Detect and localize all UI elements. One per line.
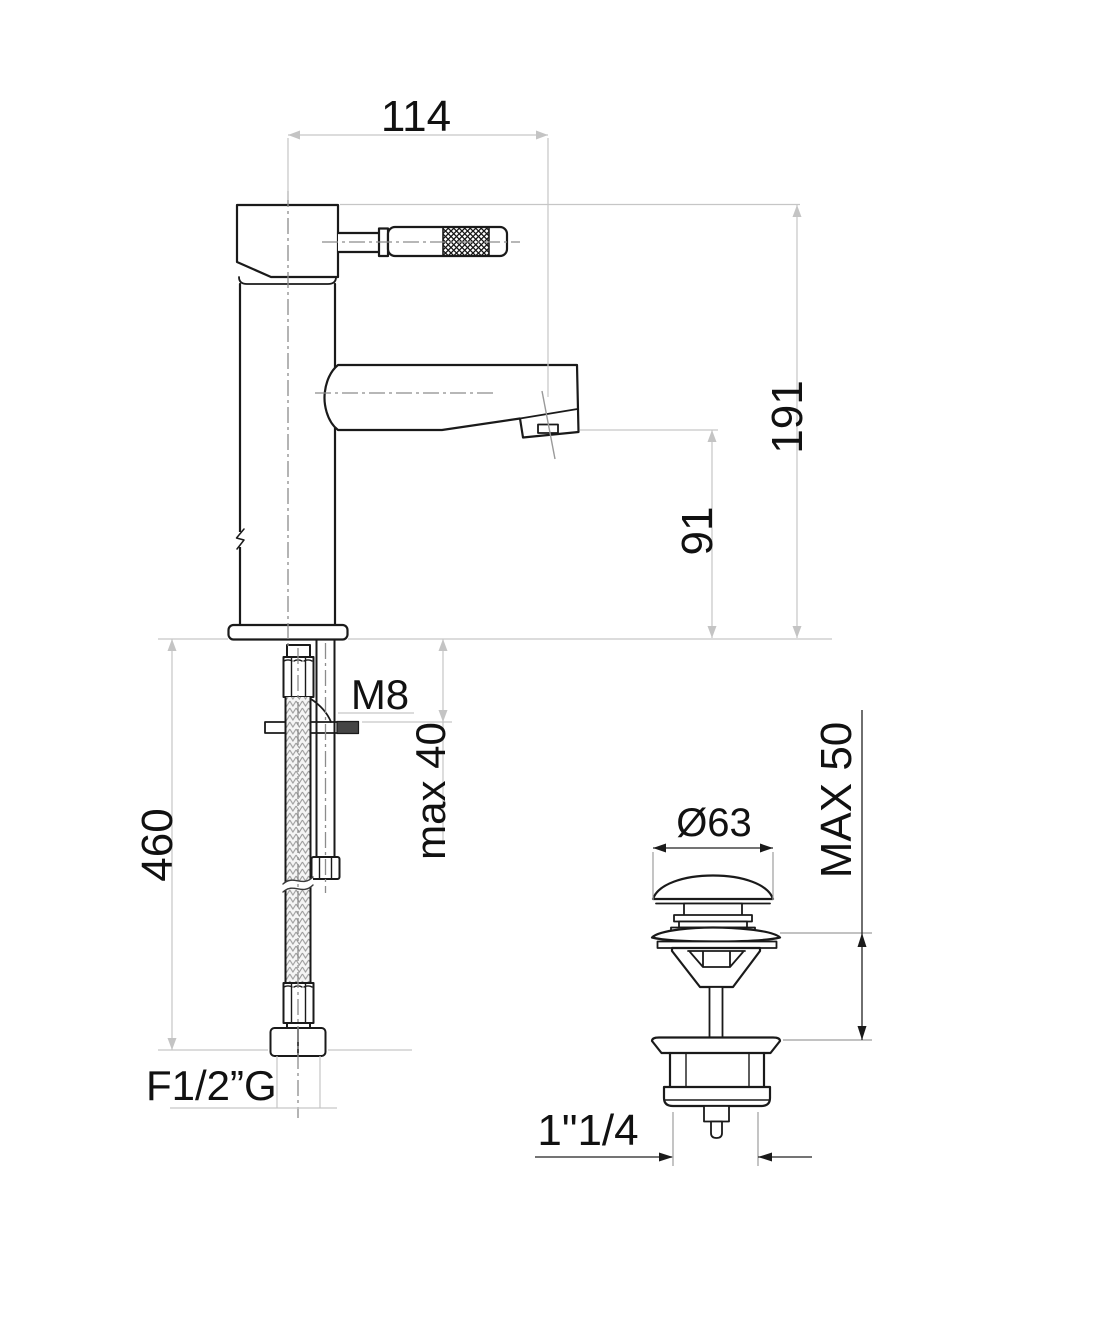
- supply-hose-edges: [284, 696, 312, 984]
- dim-label-spout-reach: 114: [381, 92, 451, 141]
- dim-label-total-height: 191: [763, 380, 812, 453]
- hose-top-hex-facets: [283, 656, 313, 698]
- arrow: [653, 843, 666, 853]
- arrow: [167, 639, 177, 651]
- waste-flange-lens: [650, 926, 782, 943]
- waste-assembly: [650, 874, 782, 1139]
- dim-max50-ext: [780, 932, 872, 1041]
- hose-junction-curve: [310, 698, 332, 723]
- dim-o63-ext: [652, 852, 774, 900]
- arrow: [659, 1152, 673, 1162]
- arrow: [438, 710, 448, 722]
- arrow: [792, 205, 802, 217]
- supply-installation: [264, 639, 360, 1057]
- break-squiggle: [235, 528, 245, 550]
- waste-body-inner-walls: [685, 1052, 750, 1088]
- arrow: [707, 430, 717, 442]
- waste-body-walls: [668, 1051, 766, 1089]
- hose-break-lines: [282, 876, 314, 893]
- dim-label-waste-diameter: Ø63: [676, 801, 752, 845]
- faucet-dimension-arrows: [167, 130, 802, 1050]
- dim-191-line: [340, 203, 800, 638]
- waste-tailpiece: [703, 1105, 730, 1123]
- dim-label-waste-max: MAX 50: [812, 722, 861, 879]
- arrow: [707, 626, 717, 638]
- aerator-axis-line: [541, 390, 556, 460]
- dim-max40-line: [362, 639, 452, 845]
- faucet-dimension-lines: [158, 134, 832, 1109]
- dim-91-line: [580, 429, 718, 638]
- arrow: [857, 933, 867, 947]
- dimension-labels: 114 191 91 460 M8 max 40 F1/2”G Ø63 MAX …: [133, 92, 861, 1155]
- waste-tail-pin: [710, 1120, 723, 1139]
- centerlines: [287, 191, 520, 1118]
- dim-114-line: [287, 134, 549, 397]
- dim-label-waste-thread: 1"1/4: [537, 1106, 638, 1155]
- dim-label-handle-thread: M8: [351, 671, 409, 718]
- arrow: [438, 639, 448, 651]
- waste-stem: [708, 986, 724, 1039]
- spout: [323, 363, 580, 439]
- arrow: [167, 1038, 177, 1050]
- waste-cone-inner: [687, 950, 746, 968]
- dim-label-max-deck: max 40: [407, 722, 454, 860]
- waste-dimension-arrows: [653, 843, 867, 1162]
- arrow: [792, 626, 802, 638]
- arrow: [536, 130, 548, 140]
- rod-nut-facets: [318, 856, 333, 880]
- dim-460-line: [158, 639, 412, 1051]
- arrow: [857, 1026, 867, 1040]
- waste-thread-band: [662, 1085, 772, 1108]
- waste-ring-1: [673, 914, 753, 923]
- mounting-washer-block: [336, 720, 360, 735]
- waste-lower-flange: [650, 1036, 782, 1055]
- arrow: [760, 843, 773, 853]
- dim-label-hose-length: 460: [133, 808, 182, 881]
- waste-cap-dome: [651, 874, 775, 901]
- f12g-reference-lines: [170, 1056, 337, 1109]
- aerator-top-edge: [519, 408, 579, 420]
- dim-label-hose-connection: F1/2”G: [146, 1062, 277, 1109]
- arrow: [288, 130, 300, 140]
- waste-extension-lines: [652, 852, 872, 1166]
- faucet-side-view: [227, 203, 580, 641]
- arrow: [758, 1152, 772, 1162]
- dim-label-spout-height: 91: [673, 507, 722, 556]
- hose-bottom-hex-facets: [283, 982, 313, 1024]
